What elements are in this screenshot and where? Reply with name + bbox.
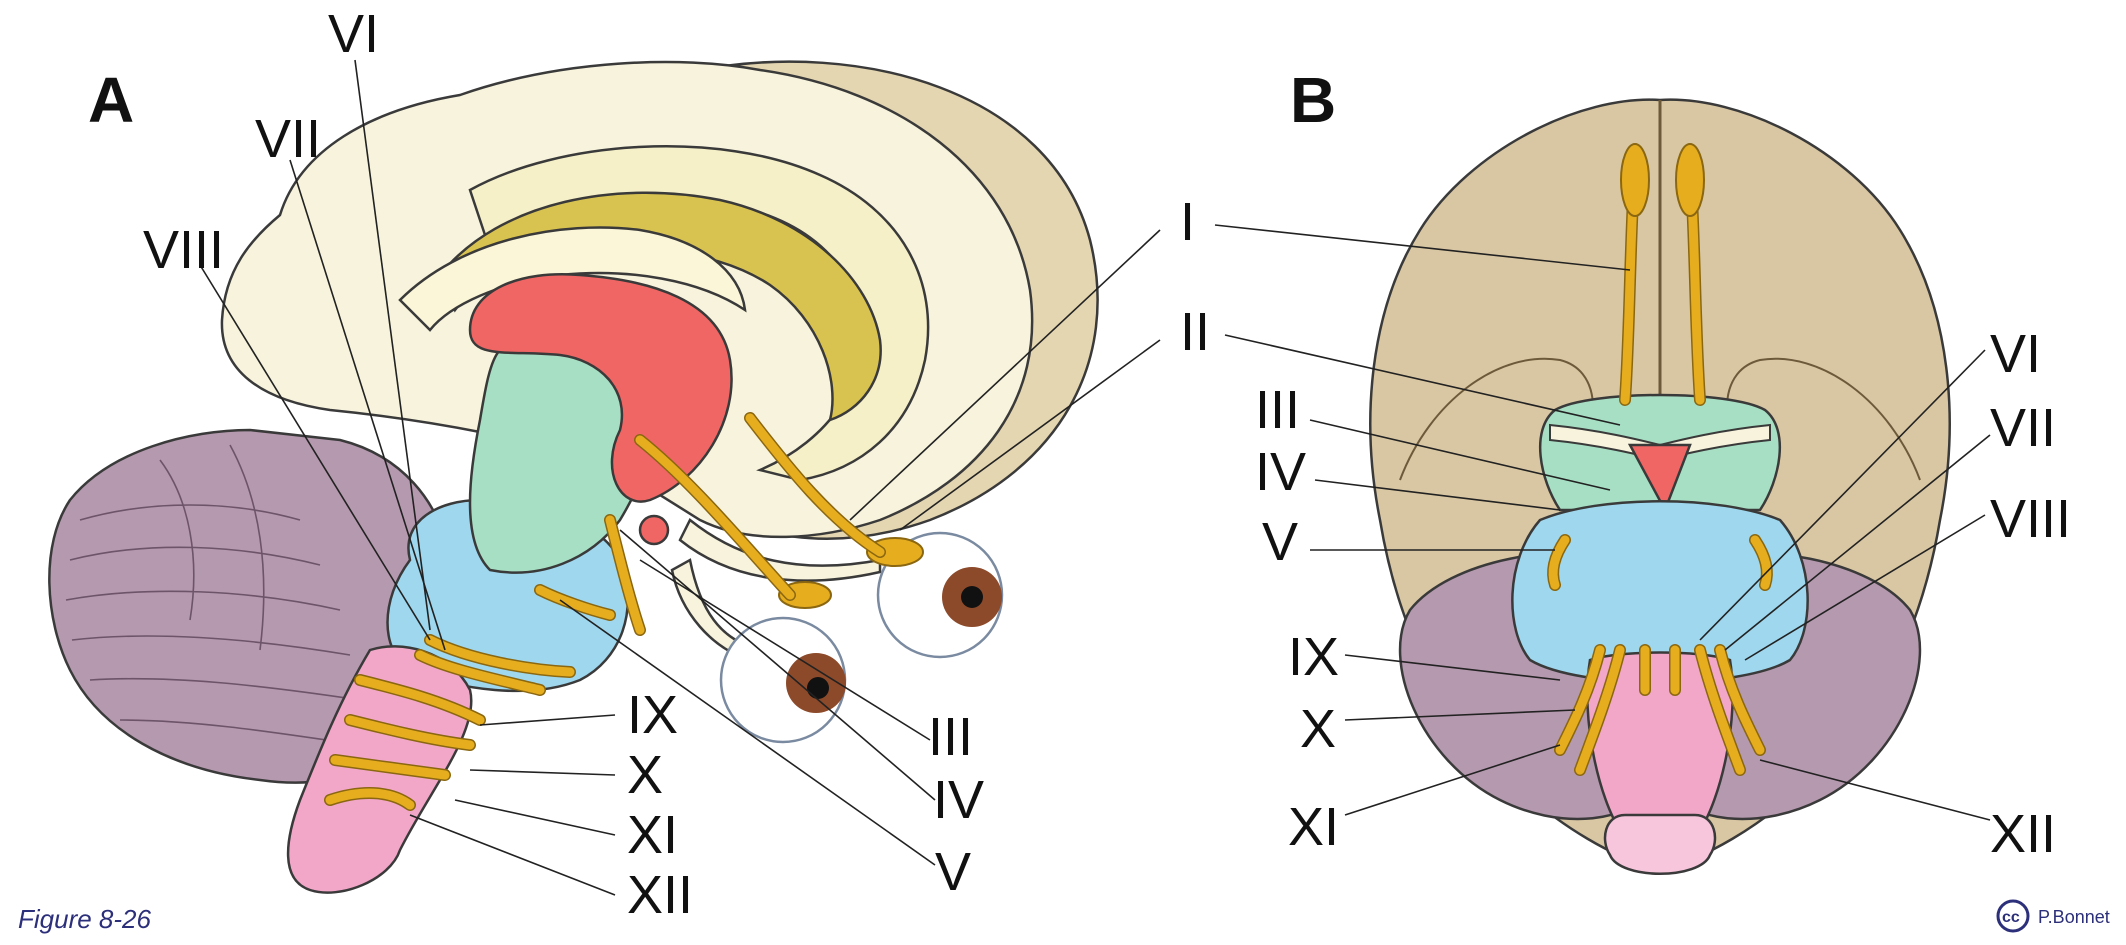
- label-a-xi: XI: [627, 805, 678, 865]
- label-a-x: X: [627, 745, 663, 805]
- label-a-iv: IV: [933, 770, 984, 830]
- panel-b-illustration: [1369, 98, 1951, 875]
- figure-caption: Figure 8-26: [18, 904, 151, 934]
- label-b-ix: IX: [1288, 627, 1339, 687]
- panel-a-illustration: [48, 60, 1099, 894]
- pupil-a-right: [961, 586, 983, 608]
- label-b-vii: VII: [1990, 398, 2056, 458]
- pupil-a-left: [807, 677, 829, 699]
- label-a-ix: IX: [627, 685, 678, 745]
- olfactory-bulb-b-right: [1675, 143, 1705, 217]
- label-b-x: X: [1300, 699, 1336, 759]
- creative-commons-badge-text: cc: [2002, 909, 2020, 926]
- pons-b: [1511, 500, 1809, 684]
- label-a-v: V: [935, 842, 971, 902]
- spinal-cord-cross-section: [1603, 813, 1717, 875]
- mamillary-body: [638, 514, 670, 546]
- optic-chiasm-b: [1549, 423, 1771, 462]
- cerebellum-folia: [65, 444, 361, 746]
- label-b-xii: XII: [1990, 804, 2056, 864]
- panel-label-b: B: [1290, 64, 1336, 136]
- olfactory-bulb-a-1: [866, 537, 924, 567]
- label-b-vi: VI: [1990, 324, 2041, 384]
- label-a-ii: II: [1180, 302, 1210, 362]
- label-b-v: V: [1262, 512, 1298, 572]
- label-b-viii: VIII: [1990, 489, 2071, 549]
- hypophysis-b: [1627, 443, 1692, 513]
- label-a-viii: VIII: [143, 220, 224, 280]
- leader-lines: [199, 59, 1991, 896]
- credit-author: P.Bonnet: [2038, 907, 2110, 927]
- label-a-vi: VI: [328, 4, 379, 64]
- label-a-i: I: [1180, 192, 1195, 252]
- olfactory-bulb-b-left: [1620, 143, 1650, 217]
- creative-commons-icon: [1996, 899, 2030, 933]
- label-b-iv: IV: [1255, 442, 1306, 502]
- cranial-nerves-a: [324, 412, 886, 811]
- label-b-iii: III: [1255, 380, 1300, 440]
- panel-label-a: A: [88, 64, 134, 136]
- cranial-nerves-b: [1547, 534, 1773, 776]
- label-a-iii: III: [928, 707, 973, 767]
- label-a-vii: VII: [255, 109, 321, 169]
- credit-block: cc P.Bonnet: [1996, 899, 2110, 933]
- label-a-xii: XII: [627, 865, 693, 925]
- label-b-xi: XI: [1288, 797, 1339, 857]
- thalamus: [468, 273, 733, 503]
